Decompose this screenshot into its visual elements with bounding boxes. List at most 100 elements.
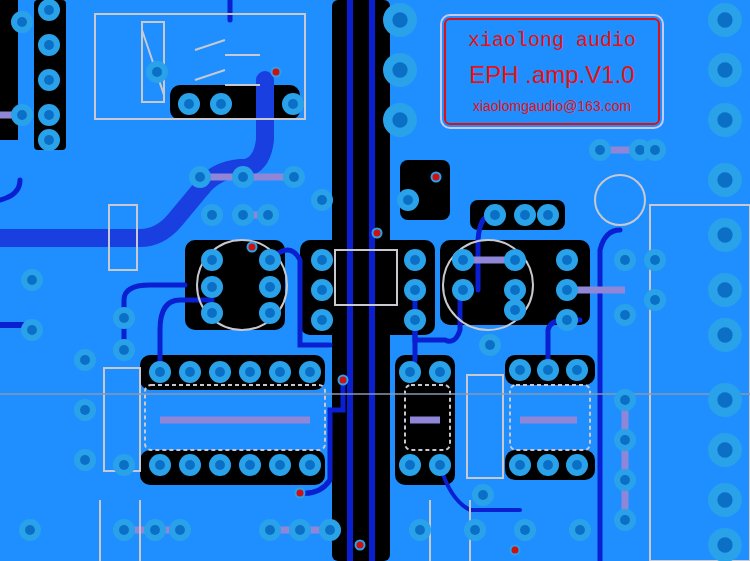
pad-hole bbox=[485, 340, 495, 350]
pad bbox=[289, 519, 311, 541]
pad bbox=[537, 359, 559, 381]
pad-ring bbox=[399, 454, 421, 476]
pad-hole bbox=[155, 460, 165, 470]
pad bbox=[399, 361, 421, 383]
pad bbox=[146, 61, 168, 83]
pad-hole bbox=[17, 110, 27, 120]
pad-hole bbox=[216, 99, 226, 109]
pad bbox=[201, 276, 223, 298]
pad-hole bbox=[215, 460, 225, 470]
pad-ring bbox=[429, 454, 451, 476]
pad-ring bbox=[614, 429, 636, 451]
pad-hole bbox=[620, 435, 630, 445]
pad-ring bbox=[504, 249, 526, 271]
big-pad-ring bbox=[708, 528, 742, 561]
pad bbox=[259, 302, 281, 324]
pad-hole bbox=[435, 367, 445, 377]
pad-hole bbox=[215, 367, 225, 377]
logo-box: xiaolong audioEPH .amp.V1.0xiaolomgaudio… bbox=[444, 18, 660, 125]
pad bbox=[614, 469, 636, 491]
pad-hole bbox=[44, 135, 54, 145]
big-pad-ring bbox=[708, 318, 742, 352]
pad-ring bbox=[504, 279, 526, 301]
pad bbox=[209, 361, 231, 383]
pad-hole bbox=[317, 255, 327, 265]
pad-hole bbox=[207, 282, 217, 292]
big-pad bbox=[383, 3, 417, 37]
pad-hole bbox=[650, 295, 660, 305]
pad bbox=[644, 249, 666, 271]
big-pad bbox=[708, 218, 742, 252]
big-pad-hole bbox=[392, 62, 407, 77]
pad-hole bbox=[470, 525, 480, 535]
pad-hole bbox=[620, 515, 630, 525]
pad-ring bbox=[232, 204, 254, 226]
pad bbox=[74, 449, 96, 471]
pad-hole bbox=[44, 75, 54, 85]
big-pad-ring bbox=[708, 218, 742, 252]
pad-hole bbox=[635, 145, 645, 155]
pad-ring bbox=[113, 519, 135, 541]
pad-hole bbox=[410, 315, 420, 325]
pad-hole bbox=[620, 395, 630, 405]
via bbox=[373, 229, 382, 238]
pad-hole bbox=[119, 313, 129, 323]
pad-ring bbox=[38, 129, 60, 151]
pad-hole bbox=[562, 255, 572, 265]
big-pad-ring bbox=[708, 3, 742, 37]
pad-ring bbox=[210, 93, 232, 115]
pad bbox=[409, 519, 431, 541]
pad-ring bbox=[614, 389, 636, 411]
pad-hole bbox=[572, 365, 582, 375]
big-pad bbox=[708, 163, 742, 197]
pad-ring bbox=[113, 454, 135, 476]
pad bbox=[269, 361, 291, 383]
pad-hole bbox=[317, 315, 327, 325]
pad-hole bbox=[295, 525, 305, 535]
pad-hole bbox=[405, 367, 415, 377]
pad-ring bbox=[556, 279, 578, 301]
pad-ring bbox=[282, 93, 304, 115]
pad bbox=[614, 429, 636, 451]
pad-ring bbox=[566, 359, 588, 381]
pad-ring bbox=[614, 249, 636, 271]
pad-ring bbox=[614, 509, 636, 531]
via bbox=[272, 68, 281, 77]
pad bbox=[311, 189, 333, 211]
pad-hole bbox=[515, 460, 525, 470]
big-pad-ring bbox=[708, 483, 742, 517]
big-pad bbox=[708, 273, 742, 307]
big-pad-ring bbox=[708, 383, 742, 417]
big-pad-ring bbox=[383, 3, 417, 37]
pad-ring bbox=[283, 166, 305, 188]
pad-hole bbox=[155, 367, 165, 377]
pad-ring bbox=[311, 249, 333, 271]
pad bbox=[569, 519, 591, 541]
pad bbox=[556, 279, 578, 301]
pad-ring bbox=[239, 361, 261, 383]
pad-hole bbox=[410, 255, 420, 265]
pad-ring bbox=[239, 454, 261, 476]
pad bbox=[38, 0, 60, 21]
pad-ring bbox=[299, 361, 321, 383]
big-pad-ring bbox=[708, 163, 742, 197]
big-pad bbox=[708, 103, 742, 137]
pad-ring bbox=[399, 361, 421, 383]
pad-hole bbox=[44, 5, 54, 15]
pad-ring bbox=[409, 519, 431, 541]
pad-hole bbox=[325, 525, 335, 535]
big-pad-ring bbox=[383, 103, 417, 137]
pad-hole bbox=[184, 99, 194, 109]
big-pad-hole bbox=[717, 492, 732, 507]
pad-ring bbox=[259, 249, 281, 271]
pad-hole bbox=[80, 355, 90, 365]
via bbox=[511, 546, 520, 555]
pad-hole bbox=[119, 345, 129, 355]
pad-ring bbox=[209, 454, 231, 476]
pad-hole bbox=[27, 325, 37, 335]
pad-ring bbox=[311, 309, 333, 331]
pad-hole bbox=[620, 310, 630, 320]
